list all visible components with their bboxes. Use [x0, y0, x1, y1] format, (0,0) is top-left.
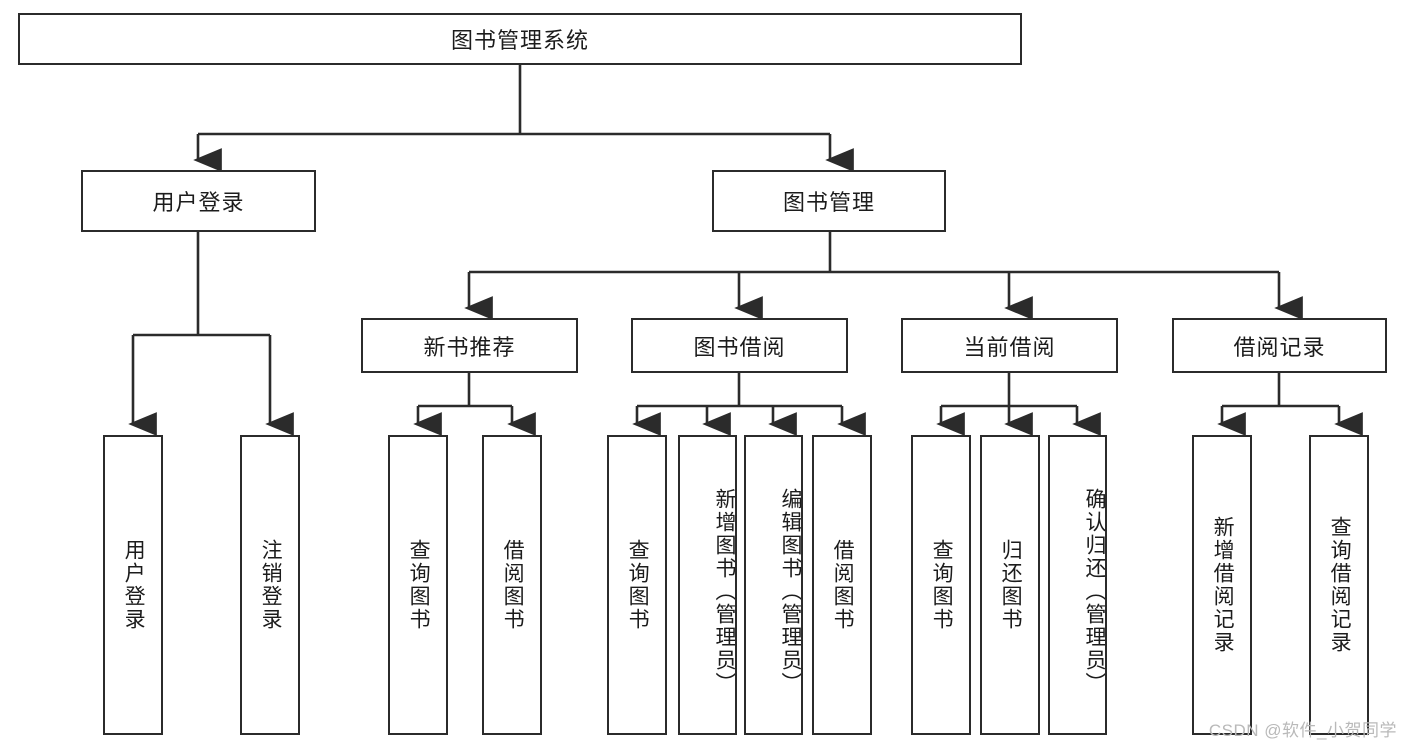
leaf-borrow-book[interactable]: 借阅图书	[812, 435, 872, 735]
leaf-query-book-recommend[interactable]: 查询图书	[388, 435, 448, 735]
node-new-book-recommend[interactable]: 新书推荐	[361, 318, 578, 373]
node-borrow-record[interactable]: 借阅记录	[1172, 318, 1387, 373]
node-book-borrow[interactable]: 图书借阅	[631, 318, 848, 373]
leaf-add-borrow-record[interactable]: 新增借阅记录	[1192, 435, 1252, 735]
leaf-query-borrow-record[interactable]: 查询借阅记录	[1309, 435, 1369, 735]
leaf-query-book-borrow[interactable]: 查询图书	[607, 435, 667, 735]
leaf-add-book-admin[interactable]: 新增图书（管理员）	[678, 435, 737, 735]
node-user-login[interactable]: 用户登录	[81, 170, 316, 232]
node-current-borrow[interactable]: 当前借阅	[901, 318, 1118, 373]
leaf-return-book[interactable]: 归还图书	[980, 435, 1040, 735]
node-root-library-system[interactable]: 图书管理系统	[18, 13, 1022, 65]
csdn-watermark: CSDN @软件_小贺同学	[1208, 721, 1397, 740]
leaf-logout[interactable]: 注销登录	[240, 435, 300, 735]
leaf-query-book-current[interactable]: 查询图书	[911, 435, 971, 735]
node-book-management[interactable]: 图书管理	[712, 170, 946, 232]
leaf-edit-book-admin[interactable]: 编辑图书（管理员）	[744, 435, 803, 735]
leaf-user-login[interactable]: 用户登录	[103, 435, 163, 735]
leaf-borrow-book-recommend[interactable]: 借阅图书	[482, 435, 542, 735]
leaf-confirm-return-admin[interactable]: 确认归还（管理员）	[1048, 435, 1107, 735]
